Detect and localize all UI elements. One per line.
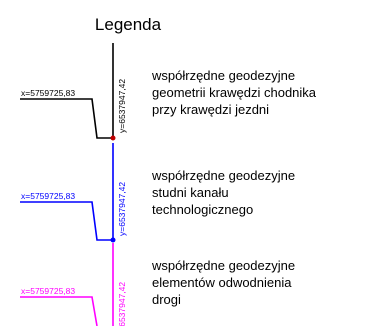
description-3-line-1: współrzędne geodezyjne: [151, 258, 295, 273]
y-coordinate-label-2: y=6537947,42: [117, 182, 127, 236]
description-1-line-1: współrzędne geodezyjne: [151, 68, 295, 83]
description-1: współrzędne geodezyjne geometrii krawędz…: [151, 68, 320, 117]
coordinate-leader-line-1: [20, 43, 114, 139]
description-2-line-3: technologicznego: [152, 202, 253, 217]
description-2: współrzędne geodezyjne studni kanału tec…: [151, 168, 299, 217]
y-coordinate-label-3: y=6537947,42: [117, 282, 127, 326]
coordinate-point-marker-2: [110, 237, 116, 243]
description-2-line-2: studni kanału: [152, 185, 229, 200]
coordinate-leader-line-2: [20, 143, 114, 241]
x-coordinate-label-3: x=5759725,83: [21, 286, 75, 296]
legend-entry-road-drainage: x=5759725,83 y=6537947,42 współrzędne ge…: [20, 243, 299, 326]
legend-entry-sidewalk-edge: x=5759725,83 y=6537947,42 współrzędne ge…: [20, 43, 320, 141]
description-3: współrzędne geodezyjne elementów odwodni…: [151, 258, 299, 307]
description-3-line-3: drogi: [152, 292, 181, 307]
x-coordinate-label-2: x=5759725,83: [21, 191, 75, 201]
legend-title: Legenda: [95, 15, 162, 34]
description-3-line-2: elementów odwodnienia: [152, 275, 292, 290]
description-2-line-1: współrzędne geodezyjne: [151, 168, 295, 183]
x-coordinate-label-1: x=5759725,83: [21, 88, 75, 98]
description-1-line-2: geometrii krawędzi chodnika: [152, 85, 317, 100]
coordinate-leader-line-3: [20, 243, 114, 326]
coordinate-point-marker-1: [110, 135, 116, 141]
description-1-line-3: przy krawędzi jezdni: [152, 102, 269, 117]
legend-entry-technological-well: x=5759725,83 y=6537947,42 współrzędne ge…: [20, 143, 299, 243]
y-coordinate-label-1: y=6537947,42: [117, 79, 127, 133]
